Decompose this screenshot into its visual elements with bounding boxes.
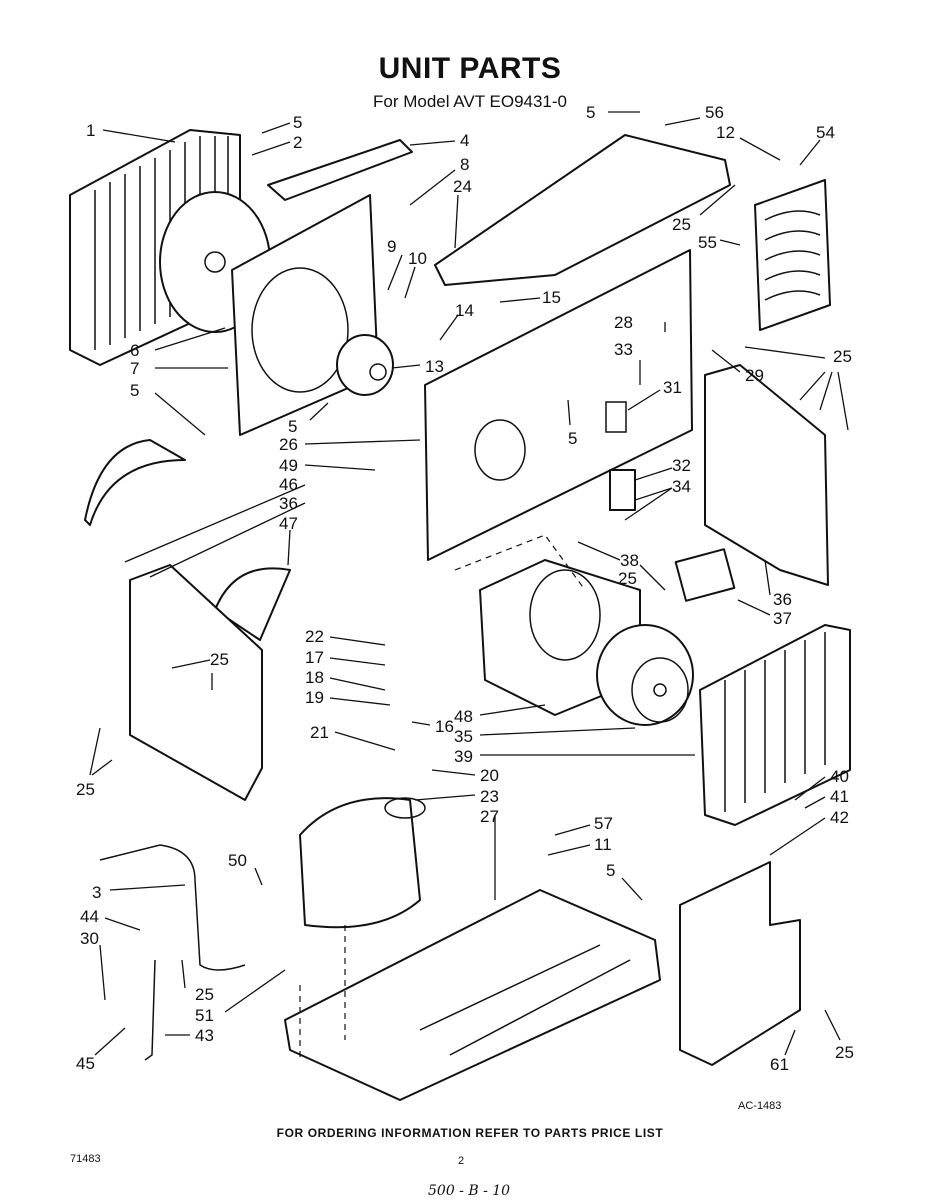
callout-9: 9	[387, 237, 396, 256]
part-center-partition	[424, 249, 693, 561]
callout-32: 32	[672, 456, 691, 475]
callout-23: 23	[480, 787, 499, 806]
callout-30: 30	[80, 929, 99, 948]
callout-43: 43	[195, 1026, 214, 1045]
callout-61: 61	[770, 1055, 789, 1074]
callout-44: 44	[80, 907, 99, 926]
callout-40: 40	[830, 767, 849, 786]
callout-49: 49	[279, 456, 298, 475]
callout-51: 51	[195, 1006, 214, 1025]
callout-26: 26	[279, 435, 298, 454]
callout-36-b: 36	[773, 590, 792, 609]
ordering-information-note: FOR ORDERING INFORMATION REFER TO PARTS …	[276, 1126, 664, 1140]
part-front-panel	[679, 861, 801, 1066]
part-top-plate	[434, 134, 731, 286]
page-number: 2	[458, 1155, 465, 1167]
callout-54: 54	[816, 123, 835, 142]
callout-25-e: 25	[76, 780, 95, 799]
callout-50: 50	[228, 851, 247, 870]
callout-25-a: 25	[672, 215, 691, 234]
callout-21: 21	[310, 723, 329, 742]
callout-11: 11	[594, 835, 612, 854]
part-top-bracket	[267, 139, 413, 201]
model-subtitle: For Model AVT EO9431-0	[372, 92, 568, 111]
callout-35: 35	[454, 727, 473, 746]
part-blower-wheel	[596, 624, 694, 726]
callout-13: 13	[425, 357, 444, 376]
callout-42: 42	[830, 808, 849, 827]
callout-41: 41	[830, 787, 849, 806]
callout-numbers: 1 5 2 4 8 24 5 56 12 54 25 55 9 10 15 14…	[76, 103, 854, 1074]
callout-37: 37	[773, 609, 792, 628]
part-side-panel-right	[704, 364, 829, 586]
callout-14: 14	[455, 301, 474, 320]
callout-56: 56	[705, 103, 724, 122]
callout-5-f: 5	[606, 861, 615, 880]
part-heater-element	[754, 179, 831, 331]
callout-5-a: 5	[293, 113, 302, 132]
callout-33: 33	[614, 340, 633, 359]
callout-38: 38	[620, 551, 639, 570]
callout-2: 2	[293, 133, 302, 152]
callout-4: 4	[460, 131, 469, 150]
callout-36-a: 36	[279, 494, 298, 513]
callout-46: 46	[279, 475, 298, 494]
part-side-panel-left	[129, 564, 263, 801]
part-air-deflector-left	[84, 439, 186, 526]
callout-34: 34	[672, 477, 691, 496]
callout-48: 48	[454, 707, 473, 726]
part-switch-plate	[609, 469, 636, 511]
callout-22: 22	[305, 627, 324, 646]
callout-8: 8	[460, 155, 469, 174]
callout-45: 45	[76, 1054, 95, 1073]
document-number: 71483	[70, 1153, 101, 1165]
part-fan-motor	[336, 334, 394, 396]
callout-25-c: 25	[618, 569, 637, 588]
callout-19: 19	[305, 688, 324, 707]
callout-24: 24	[453, 177, 472, 196]
callout-17: 17	[305, 648, 324, 667]
callout-25-f: 25	[195, 985, 214, 1004]
callout-25-b: 25	[833, 347, 852, 366]
part-compressor	[299, 797, 426, 929]
callout-5-b: 5	[586, 103, 595, 122]
callout-25-g: 25	[835, 1043, 854, 1062]
part-capillary-tube	[99, 844, 246, 971]
callout-39: 39	[454, 747, 473, 766]
callout-18: 18	[305, 668, 324, 687]
page-title: UNIT PARTS	[378, 52, 562, 85]
leader-lines	[89, 111, 849, 1056]
callout-47: 47	[279, 514, 298, 533]
callout-15: 15	[542, 288, 561, 307]
callout-5-d: 5	[130, 381, 139, 400]
callout-5-c: 5	[568, 429, 577, 448]
callout-27: 27	[480, 807, 499, 826]
callout-55: 55	[698, 233, 717, 252]
part-evaporator-coil	[699, 624, 851, 826]
callout-31: 31	[663, 378, 682, 397]
callout-12: 12	[716, 123, 735, 142]
callout-20: 20	[480, 766, 499, 785]
part-power-cord	[144, 959, 156, 1061]
callout-29: 29	[745, 366, 764, 385]
callout-57: 57	[594, 814, 613, 833]
part-blower-motor	[674, 548, 736, 602]
callout-1: 1	[86, 121, 95, 140]
part-base-pan	[284, 889, 661, 1101]
callout-16: 16	[435, 717, 454, 736]
callout-25-d: 25	[210, 650, 229, 669]
callout-3: 3	[92, 883, 101, 902]
callout-10: 10	[408, 249, 427, 268]
drawing-code: AC-1483	[738, 1100, 782, 1112]
callout-7: 7	[130, 359, 139, 378]
callout-5-e: 5	[288, 417, 297, 436]
handwritten-note: 500 - B - 10	[428, 1183, 511, 1199]
callout-6: 6	[130, 341, 139, 360]
callout-28: 28	[614, 313, 633, 332]
